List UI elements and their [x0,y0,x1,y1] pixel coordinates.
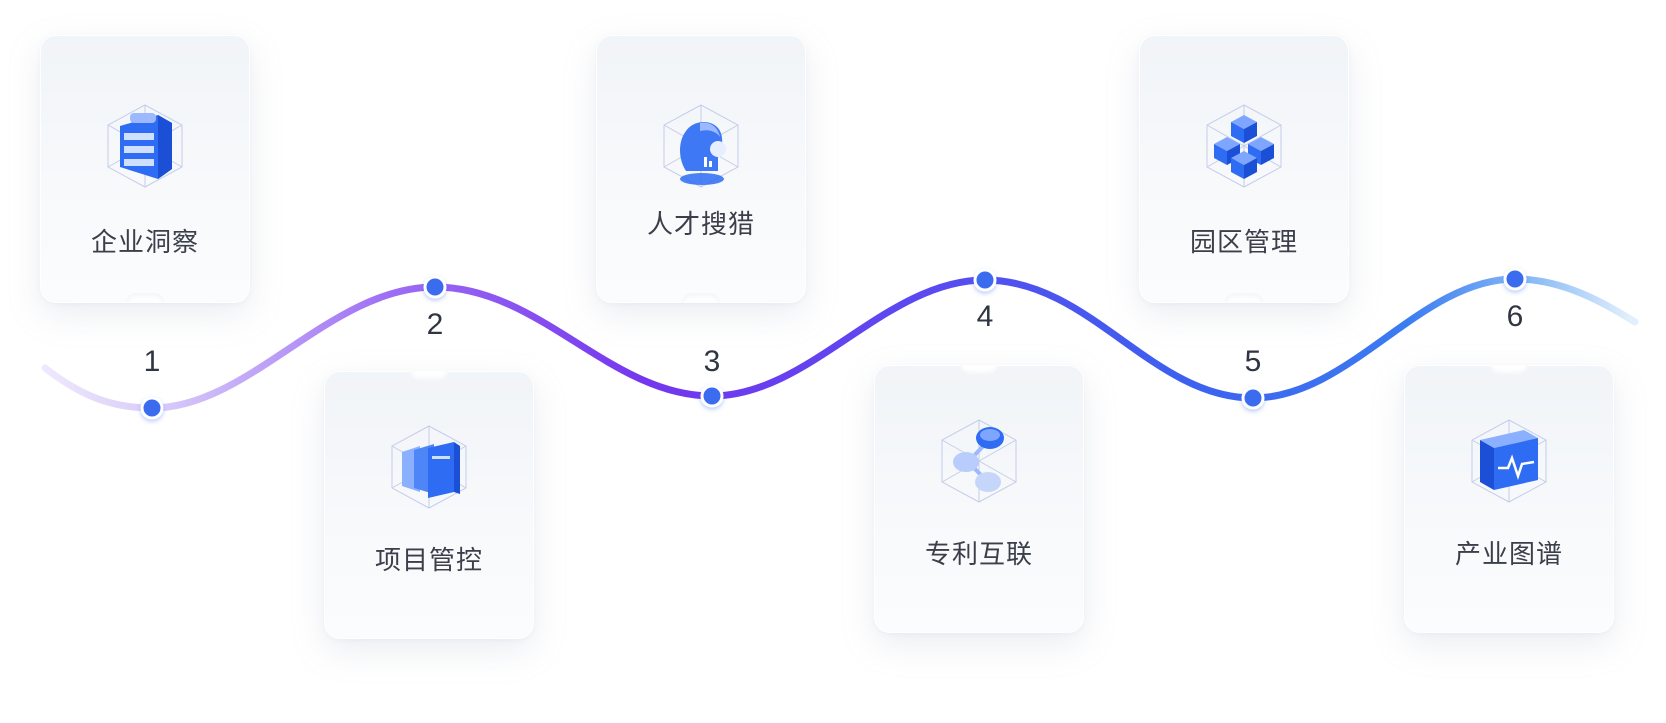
step-label-3: 人才搜猎 [646,210,755,240]
timeline-dot-1 [140,396,164,420]
card-notch [1490,365,1528,375]
step-label-1: 企业洞察 [90,228,199,258]
step-label-2: 项目管控 [374,546,483,576]
step-number-4: 4 [976,300,994,333]
card-notch [126,293,164,303]
step-label-5: 园区管理 [1189,228,1298,258]
step-card-2[interactable]: 项目管控 [324,371,534,639]
layered-panels-icon [384,422,474,512]
timeline-dot-4 [973,268,997,292]
timeline-dots [140,267,1527,420]
step-label-6: 产业图谱 [1454,540,1563,570]
head-profile-icon [656,101,746,191]
cube-cluster-icon [1199,101,1289,191]
step-number-3: 3 [703,345,721,378]
card-notch [960,365,998,375]
step-label-4: 专利互联 [924,540,1033,570]
step-card-4[interactable]: 专利互联 [874,365,1084,633]
step-number-5: 5 [1244,345,1262,378]
timeline-dot-6 [1503,267,1527,291]
step-number-1: 1 [143,345,161,378]
molecule-link-icon [934,416,1024,506]
card-notch [682,293,720,303]
step-card-1[interactable]: 企业洞察 [40,35,250,303]
timeline-dot-2 [423,275,447,299]
card-notch [410,371,448,381]
card-notch [1225,293,1263,303]
step-card-6[interactable]: 产业图谱 [1404,365,1614,633]
step-number-2: 2 [426,308,444,341]
server-stack-icon [100,101,190,191]
monitor-pulse-icon [1464,416,1554,506]
timeline-dot-3 [700,384,724,408]
step-card-3[interactable]: 人才搜猎 [596,35,806,303]
wave-line [41,275,1639,412]
timeline-dot-5 [1241,386,1265,410]
step-number-6: 6 [1506,300,1524,333]
step-card-5[interactable]: 园区管理 [1139,35,1349,303]
